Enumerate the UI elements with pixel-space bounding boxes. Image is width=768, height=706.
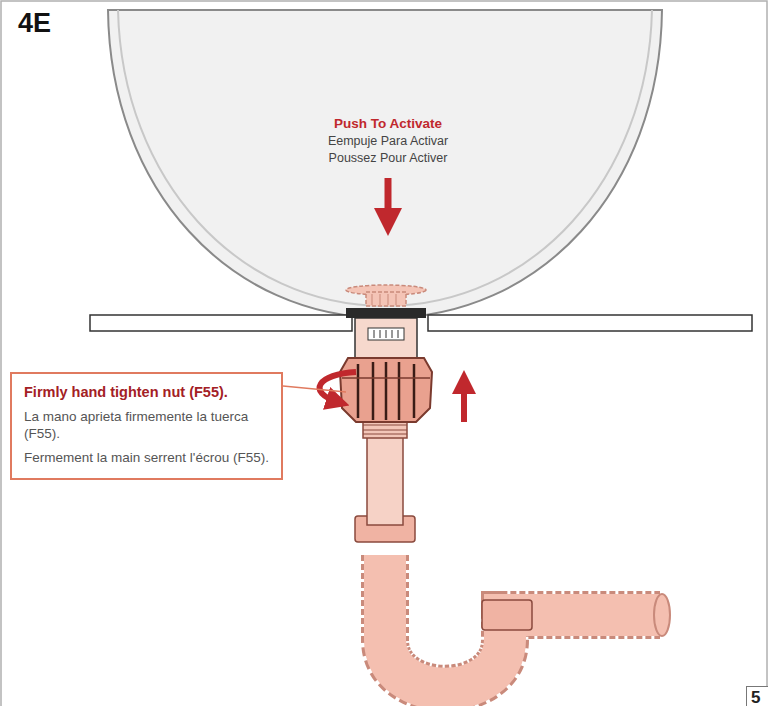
bowl-rim (118, 10, 652, 306)
step-number: 4E (18, 8, 51, 39)
callout-text: Fermement la main serrent l'écrou (F55). (24, 450, 269, 466)
instruction-text: Poussez Pour Activer (329, 151, 448, 165)
p-trap (355, 516, 670, 689)
page-number-box: 5 (746, 686, 768, 706)
callout-box: Firmly hand tighten nut (F55). La mano ap… (10, 372, 283, 480)
instruction-text: Eempuje Para Activar (328, 134, 448, 148)
countertop (428, 315, 752, 331)
callout-heading: Firmly hand tighten nut (F55). (24, 384, 269, 401)
nut (340, 358, 432, 422)
rotation-arrow (320, 372, 356, 402)
lift-arrow (461, 382, 467, 422)
instruction-heading: Push To Activate (334, 116, 442, 131)
overflow-slot (368, 328, 404, 340)
countertop (90, 315, 352, 331)
sink-bowl (108, 10, 662, 318)
tailpiece (367, 435, 403, 525)
leader-line (283, 386, 346, 392)
pop-up-stopper (346, 285, 426, 306)
page-number: 5 (751, 688, 765, 706)
drain-flange (346, 308, 426, 318)
push-arrow (385, 178, 392, 222)
callout-text: La mano aprieta firmemente la tuerca (F5… (24, 409, 269, 441)
drain-body (355, 318, 417, 358)
